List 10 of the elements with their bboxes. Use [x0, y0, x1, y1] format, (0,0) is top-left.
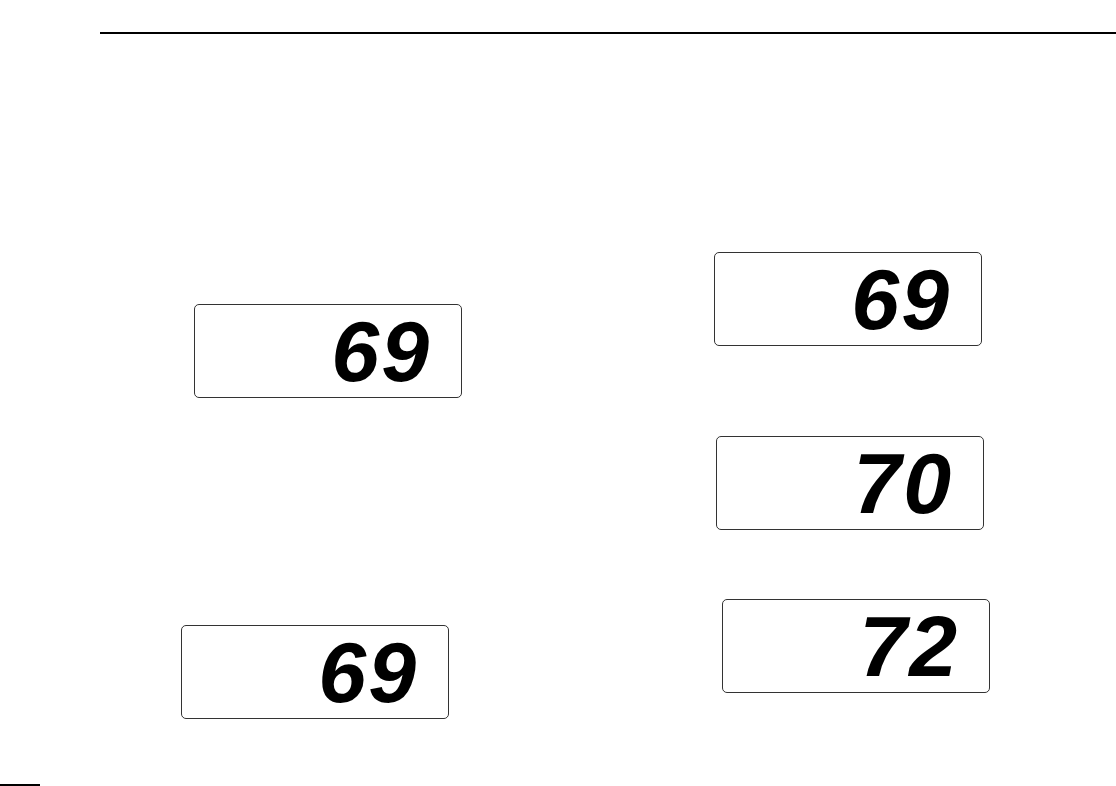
- lcd-display: [194, 304, 462, 398]
- channel-number: 69: [851, 256, 951, 342]
- channel-number: 70: [853, 440, 953, 526]
- lcd-display: [714, 252, 982, 346]
- lcd-display: [722, 599, 990, 693]
- channel-number: 69: [318, 629, 418, 715]
- lcd-display: [716, 436, 984, 530]
- lcd-display: [181, 625, 449, 719]
- channel-number: 72: [859, 603, 959, 689]
- channel-number: 69: [331, 308, 431, 394]
